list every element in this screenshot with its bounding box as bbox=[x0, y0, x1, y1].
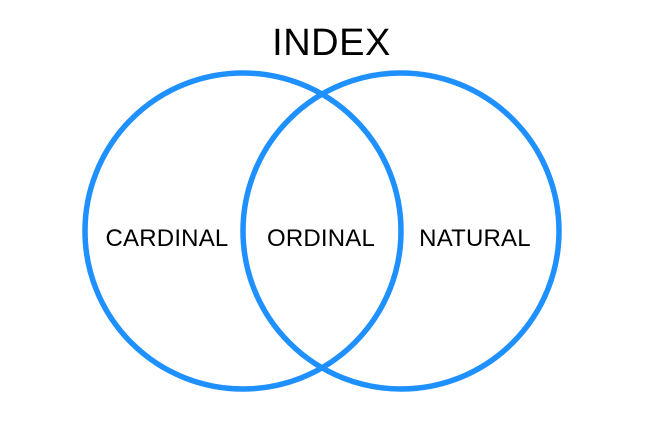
diagram-title: INDEX bbox=[272, 22, 391, 64]
venn-label-natural: NATURAL bbox=[419, 225, 531, 252]
venn-label-cardinal: CARDINAL bbox=[105, 225, 229, 252]
venn-circle-right bbox=[240, 70, 562, 392]
venn-circle-left bbox=[82, 70, 404, 392]
venn-label-ordinal: ORDINAL bbox=[266, 225, 376, 252]
